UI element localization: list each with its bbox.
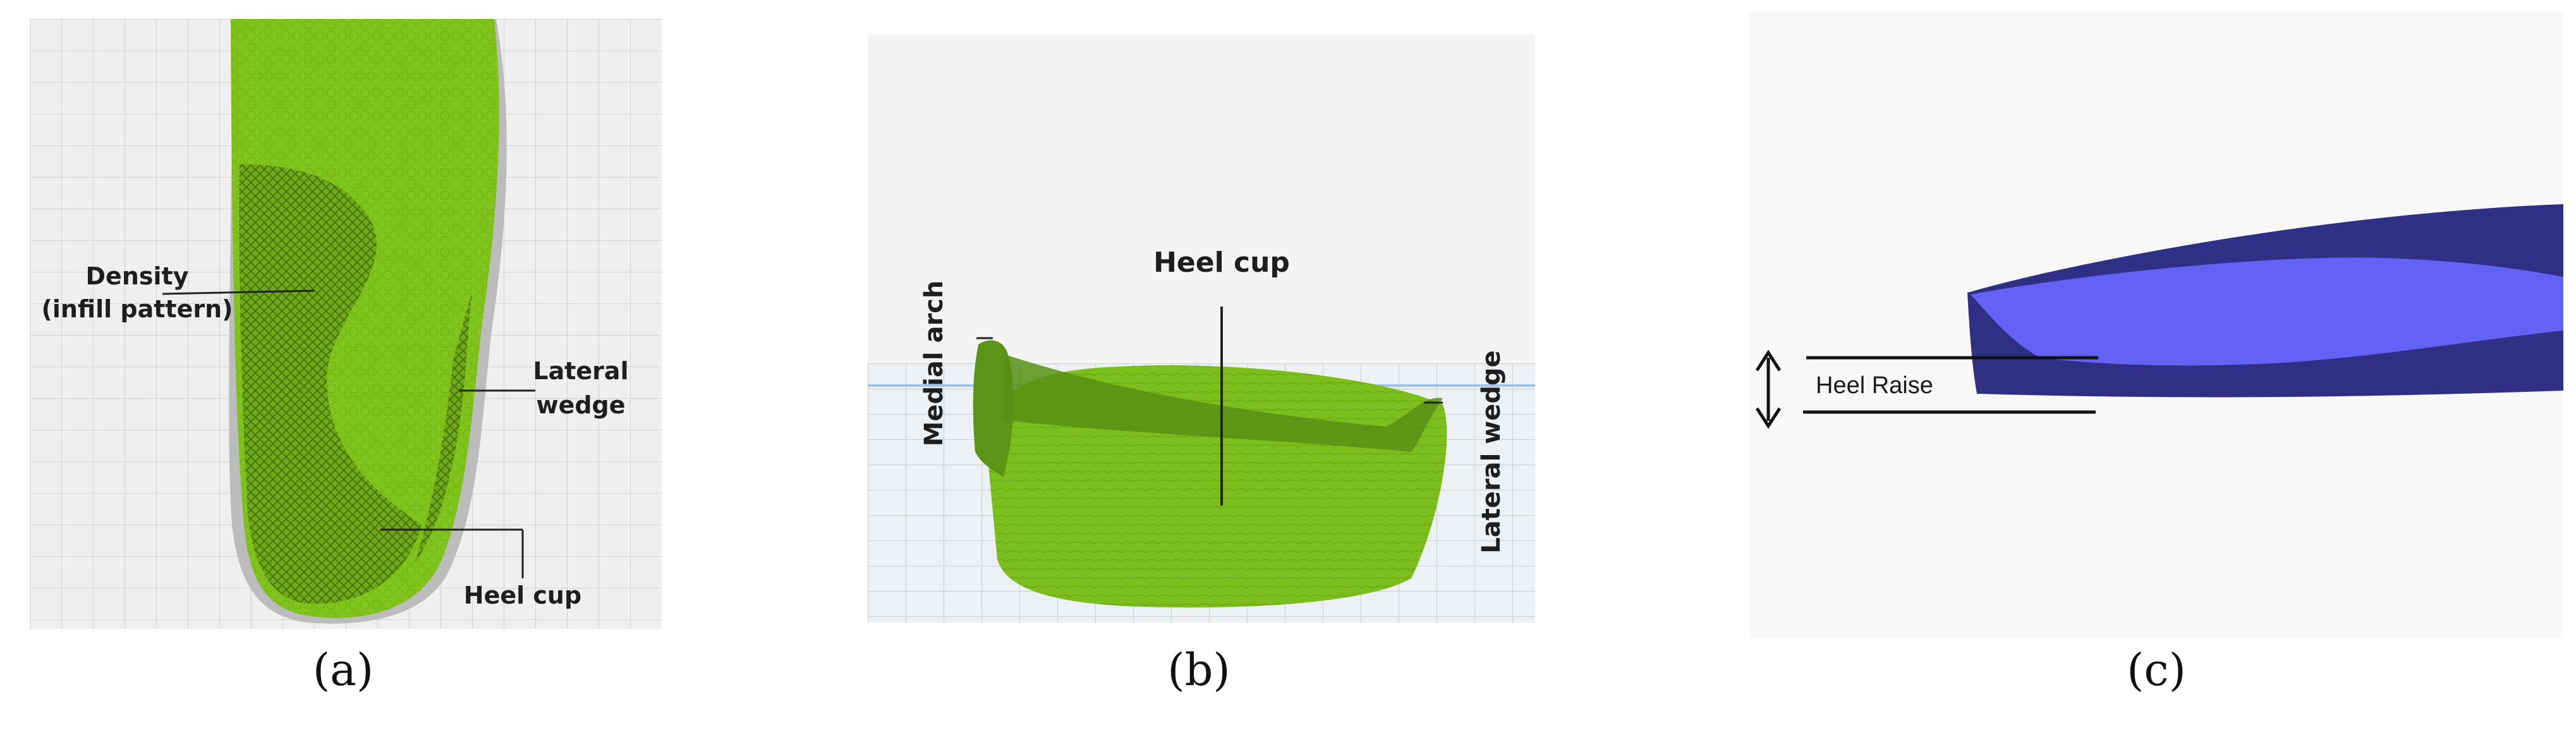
medial-arch-label: Medial arch — [920, 281, 949, 447]
panel-a-insole-bottom-view: Density (infill pattern) Lateral wedge H… — [30, 19, 662, 629]
insole-bottom-view-figure: Density (infill pattern) Lateral wedge H… — [30, 19, 662, 629]
panel-a-caption: (a) — [312, 644, 374, 696]
panel-c-heel-raise-side-view: Heel Raise — [1749, 11, 2563, 638]
density-label: Density — [86, 262, 189, 290]
panel-c-caption: (c) — [2127, 644, 2186, 696]
heel-cup-inner-wall — [1004, 354, 1443, 452]
panel-b-heel-cup-rear-view: Heel cup Medial arch Lateral wedge — [868, 35, 1535, 623]
heel-cup-rear-view-figure: Heel cup Medial arch Lateral wedge — [868, 35, 1535, 623]
insole-inner-surface — [1971, 257, 2563, 366]
lateral-wedge-label: Lateral wedge — [1477, 350, 1506, 554]
heel-raise-arrow-up-head — [1755, 350, 1782, 372]
density-label-sub: (infill pattern) — [42, 295, 233, 323]
infill-region-lateral — [415, 291, 472, 563]
panel-b-caption: (b) — [1167, 644, 1230, 696]
heel-cup-label: Heel cup — [1153, 246, 1290, 279]
heel-cup-label: Heel cup — [464, 581, 581, 609]
lateral-wedge-label-sub: wedge — [536, 391, 625, 419]
heel-raise-side-view-figure: Heel Raise — [1749, 11, 2563, 638]
heel-raise-arrow-down-head — [1755, 407, 1782, 429]
infill-region-medial — [239, 164, 422, 604]
heel-raise-label: Heel Raise — [1816, 372, 1933, 399]
density-leader-line — [162, 289, 315, 295]
lateral-wedge-label: Lateral — [533, 357, 628, 385]
